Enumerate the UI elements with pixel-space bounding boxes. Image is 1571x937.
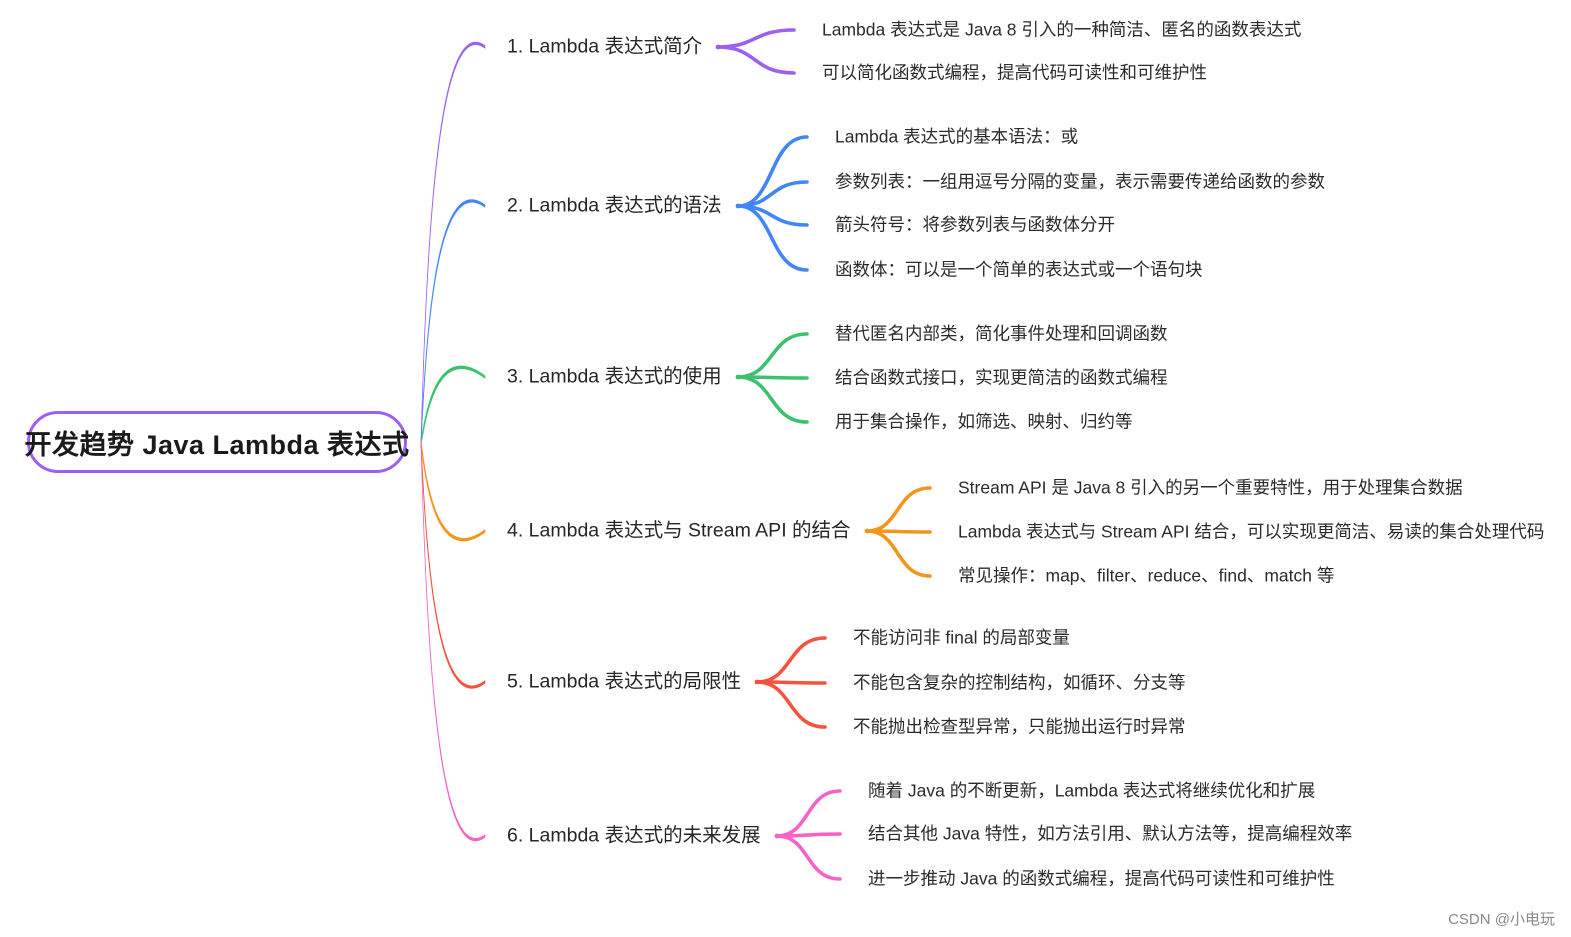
branch-stem-4 [420,440,486,542]
leaf-label-4-1[interactable]: Stream API 是 Java 8 引入的另一个重要特性，用于处理集合数据 [958,477,1463,498]
branch-label-5[interactable]: 5. Lambda 表达式的局限性 [507,670,742,693]
leaf-label-2-2[interactable]: 参数列表：一组用逗号分隔的变量，表示需要传递给函数的参数 [835,171,1325,192]
leaf-label-6-1[interactable]: 随着 Java 的不断更新，Lambda 表达式将继续优化和扩展 [868,780,1316,801]
leaf-connector-3-1 [736,332,809,379]
branch-stem-6 [420,440,486,842]
leaf-label-5-3[interactable]: 不能抛出检查型异常，只能抛出运行时异常 [853,716,1186,737]
leaf-label-3-3[interactable]: 用于集合操作，如筛选、映射、归约等 [835,411,1133,432]
leaf-label-5-2[interactable]: 不能包含复杂的控制结构，如循环、分支等 [853,672,1186,693]
leaf-connector-5-3 [755,680,827,729]
root-node[interactable]: 开发趋势 Java Lambda 表达式 [24,411,410,473]
leaf-label-4-3[interactable]: 常见操作：map、filter、reduce、find、match 等 [958,565,1335,586]
leaf-label-1-2[interactable]: 可以简化函数式编程，提高代码可读性和可维护性 [822,62,1207,83]
leaf-connector-3-2 [736,375,809,380]
branch-label-4[interactable]: 4. Lambda 表达式与 Stream API 的结合 [507,519,851,542]
fork-vertex-2 [735,203,741,209]
leaf-connector-2-2 [736,180,809,208]
branch-stem-2 [420,199,486,446]
root-node-label: 开发趋势 Java Lambda 表达式 [24,429,410,460]
leaf-label-4-2[interactable]: Lambda 表达式与 Stream API 结合，可以实现更简洁、易读的集合处… [958,521,1545,542]
leaf-connector-6-1 [775,789,842,838]
leaf-connector-1-1 [716,28,796,49]
fork-vertex-4 [864,528,870,534]
branch-label-3[interactable]: 3. Lambda 表达式的使用 [507,365,722,388]
leaf-connector-4-3 [865,529,932,578]
leaf-label-3-1[interactable]: 替代匿名内部类，简化事件处理和回调函数 [835,323,1168,344]
fork-vertex-3 [735,374,741,380]
leaf-label-3-2[interactable]: 结合函数式接口，实现更简洁的函数式编程 [835,367,1168,388]
leaf-label-2-4[interactable]: 函数体：可以是一个简单的表达式或一个语句块 [835,259,1203,280]
leaf-label-1-1[interactable]: Lambda 表达式是 Java 8 引入的一种简洁、匿名的函数表达式 [822,19,1302,40]
leaf-label-6-3[interactable]: 进一步推动 Java 的函数式编程，提高代码可读性和可维护性 [868,868,1335,889]
watermark: CSDN @小电玩 [1448,911,1555,928]
leaf-connector-2-1 [736,135,809,208]
branch-label-6[interactable]: 6. Lambda 表达式的未来发展 [507,824,761,847]
leaf-connector-2-4 [736,204,809,272]
branch-stem-3 [420,365,486,446]
fork-vertex-6 [774,833,780,839]
branch-label-1[interactable]: 1. Lambda 表达式简介 [507,35,703,58]
leaf-connector-4-2 [865,529,932,534]
leaf-connector-6-3 [775,834,842,881]
leaf-label-5-1[interactable]: 不能访问非 final 的局部变量 [853,627,1070,648]
leaf-label-2-3[interactable]: 箭头符号：将参数列表与函数体分开 [835,214,1115,235]
leaf-connector-6-2 [775,832,842,838]
branch-label-2[interactable]: 2. Lambda 表达式的语法 [507,194,722,217]
leaf-label-6-2[interactable]: 结合其他 Java 特性，如方法引用、默认方法等，提高编程效率 [868,823,1353,844]
leaf-connector-3-3 [736,375,809,424]
leaf-connector-5-2 [755,680,827,685]
leaf-label-2-1[interactable]: Lambda 表达式的基本语法：或 [835,126,1079,147]
leaf-connector-2-3 [736,204,809,227]
fork-vertex-5 [754,679,760,685]
branch-stem-5 [420,440,486,689]
leaf-connector-4-1 [865,486,932,533]
leaf-connector-1-2 [716,45,796,75]
branch-stem-1 [420,41,486,446]
leaf-connector-5-1 [755,636,827,684]
fork-vertex-1 [715,44,721,50]
